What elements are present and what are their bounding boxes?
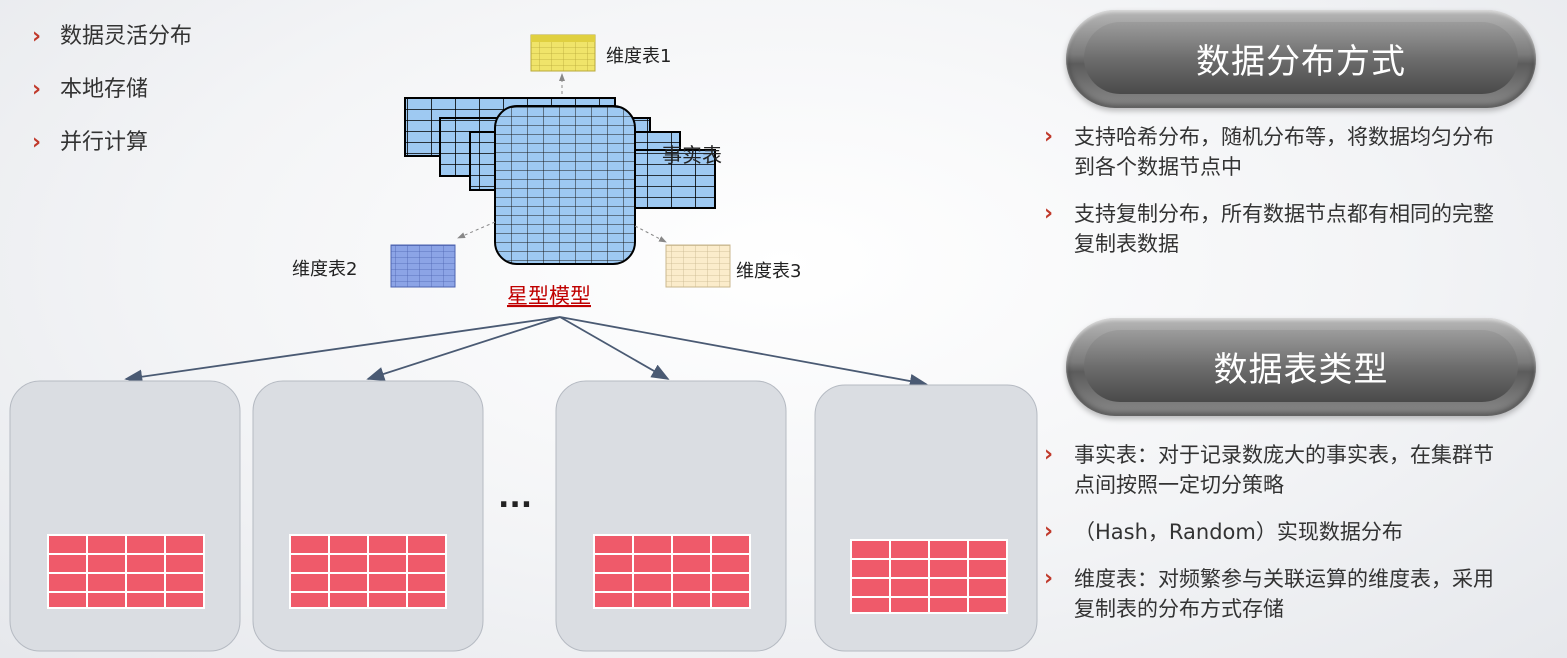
list-item-text: （Hash，Random）实现数据分布 [1074,520,1403,544]
chevron-right-icon: › [1044,201,1054,226]
fact-table-label: 事实表 [662,143,722,167]
dimension-table-1-label: 维度表1 [606,46,671,67]
data-node-1 [9,380,241,652]
list-item-text: 支持复制分布，所有数据节点都有相同的完整复制表数据 [1074,202,1494,256]
chevron-right-icon: › [1044,519,1054,544]
list-item: › 维度表：对频繁参与关联运算的维度表，采用复制表的分布方式存储 [1044,564,1514,624]
section-title: 数据分布方式 [1084,22,1518,94]
bullet-text: 数据灵活分布 [60,24,193,49]
chevron-right-icon: › [1044,124,1054,149]
chevron-right-icon: › [1044,566,1054,591]
data-block-grid [289,534,447,609]
bullet-text: 本地存储 [60,77,149,102]
chevron-right-icon: › [32,130,42,155]
data-node-2 [252,380,484,652]
section-title-banner: 数据表类型 [1066,318,1536,416]
list-item: › 支持复制分布，所有数据节点都有相同的完整复制表数据 [1044,199,1514,259]
distribution-arrows [124,316,928,389]
distribution-method-list: › 支持哈希分布，随机分布等，将数据均匀分布到各个数据节点中 › 支持复制分布，所有… [1044,122,1514,276]
data-block-grid [593,534,751,609]
fact-table-stack [404,97,716,265]
section-title: 数据表类型 [1084,330,1518,402]
data-block-grid [850,539,1008,614]
left-bullet-item: › 数据灵活分布 [32,24,192,50]
dimension-table-3-label: 维度表3 [736,261,801,282]
data-node-4 [814,384,1038,652]
bullet-text: 并行计算 [60,130,149,155]
dimension-table-2-icon [390,244,456,288]
dimension-table-1-icon [530,34,596,72]
list-item: › 支持哈希分布，随机分布等，将数据均匀分布到各个数据节点中 [1044,122,1514,182]
data-node-3 [555,380,787,652]
star-model-label: 星型模型 [507,284,591,308]
table-type-list: › 事实表：对于记录数庞大的事实表，在集群节点间按照一定切分策略 › （Hash，R… [1044,440,1514,641]
left-bullet-item: › 并行计算 [32,130,192,156]
left-bullet-list: › 数据灵活分布 › 本地存储 › 并行计算 [32,24,192,183]
chevron-right-icon: › [32,24,42,49]
data-block-grid [47,534,205,609]
star-schema-diagram: 维度表1 事实表 维度表2 维度表3 星型模型 [9,34,1038,652]
dimension-table-3-icon [665,244,731,288]
list-item-text: 维度表：对频繁参与关联运算的维度表，采用复制表的分布方式存储 [1074,567,1494,621]
chevron-right-icon: › [32,77,42,102]
ellipsis: ... [498,480,533,515]
list-item-text: 支持哈希分布，随机分布等，将数据均匀分布到各个数据节点中 [1074,125,1494,179]
chevron-right-icon: › [1044,442,1054,467]
section-title-banner: 数据分布方式 [1066,10,1536,108]
list-item-text: 事实表：对于记录数庞大的事实表，在集群节点间按照一定切分策略 [1074,443,1494,497]
left-bullet-item: › 本地存储 [32,77,192,103]
list-item: › 事实表：对于记录数庞大的事实表，在集群节点间按照一定切分策略 [1044,440,1514,500]
dimension-table-2-label: 维度表2 [292,259,357,280]
list-item: › （Hash，Random）实现数据分布 [1044,517,1514,547]
